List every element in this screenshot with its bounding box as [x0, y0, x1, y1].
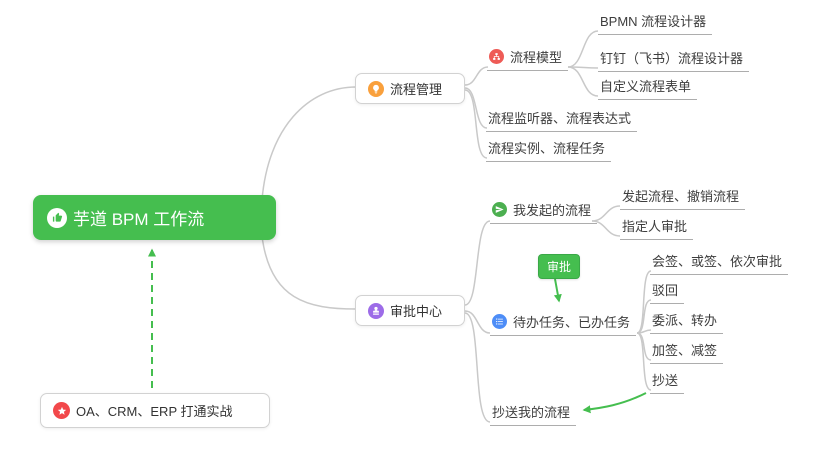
node-todo-done[interactable]: 待办任务、已办任务	[490, 312, 637, 336]
node-process-model[interactable]: 流程模型	[487, 47, 569, 71]
node-label: BPMN 流程设计器	[600, 14, 707, 29]
node-cc-my-process[interactable]: 抄送我的流程	[490, 402, 577, 426]
node-label: 加签、减签	[652, 343, 718, 358]
link-approval-todo-done	[464, 310, 491, 334]
node-reject[interactable]: 驳回	[650, 280, 685, 304]
node-label: 钉钉（飞书）流程设计器	[600, 51, 744, 66]
link-process-mgmt-model	[464, 66, 489, 86]
link-root-process-mgmt	[261, 86, 357, 201]
node-dingtalk-designer[interactable]: 钉钉（飞书）流程设计器	[598, 48, 750, 72]
node-label: 审批中心	[390, 304, 443, 319]
link-todo-delegate	[636, 329, 652, 334]
link-todo-reject	[636, 299, 652, 334]
link-process-mgmt-listener	[464, 87, 488, 129]
node-custom-form[interactable]: 自定义流程表单	[598, 76, 698, 100]
node-label: 自定义流程表单	[600, 79, 692, 94]
link-approval-cc-my-process	[464, 312, 491, 423]
star-icon	[53, 402, 70, 419]
node-label: 委派、转办	[652, 313, 718, 328]
node-label: 会签、或签、依次审批	[652, 254, 783, 269]
node-bpmn-designer[interactable]: BPMN 流程设计器	[598, 11, 713, 35]
approval-badge-label: 审批	[547, 260, 572, 274]
link-todo-add-sign	[636, 332, 652, 361]
node-label: OA、CRM、ERP 打通实战	[76, 404, 233, 419]
node-label: 待办任务、已办任务	[513, 315, 631, 330]
thumbs-up-icon	[47, 207, 67, 228]
link-todo-cc	[636, 332, 652, 391]
link-todo-countersign	[636, 270, 652, 334]
root-label: 芋道 BPM 工作流	[73, 210, 205, 229]
node-label: 流程实例、流程任务	[488, 141, 606, 156]
bulb-icon	[368, 80, 384, 97]
node-cc[interactable]: 抄送	[650, 370, 685, 394]
flow-icon	[489, 49, 504, 64]
node-label: 抄送	[652, 373, 679, 388]
node-approval-center[interactable]: 审批中心	[355, 295, 465, 326]
node-delegate-transfer[interactable]: 委派、转办	[650, 310, 724, 334]
approval-stamp-icon	[368, 302, 384, 319]
node-label: 驳回	[652, 283, 679, 298]
node-process-mgmt[interactable]: 流程管理	[355, 73, 465, 104]
node-countersign[interactable]: 会签、或签、依次审批	[650, 251, 789, 275]
approval-badge: 审批	[538, 254, 581, 279]
root-node[interactable]: 芋道 BPM 工作流	[33, 195, 276, 240]
node-listener-expression[interactable]: 流程监听器、流程表达式	[486, 108, 638, 132]
node-integration-note[interactable]: OA、CRM、ERP 打通实战	[40, 393, 270, 428]
link-root-approval-center	[261, 235, 357, 310]
node-label: 指定人审批	[622, 219, 688, 234]
node-label: 我发起的流程	[513, 203, 592, 218]
task-list-icon	[492, 314, 507, 329]
node-label: 发起流程、撤销流程	[622, 189, 740, 204]
link-model-dingtalk	[567, 66, 599, 69]
cc-flow-arrow	[582, 392, 647, 414]
link-model-bpmn	[567, 30, 599, 68]
node-label: 流程管理	[390, 82, 443, 97]
link-approval-my-initiated	[464, 220, 491, 306]
node-label: 流程模型	[510, 50, 563, 65]
node-initiate-cancel[interactable]: 发起流程、撤销流程	[620, 186, 746, 210]
node-my-initiated[interactable]: 我发起的流程	[490, 200, 598, 224]
node-instance-task[interactable]: 流程实例、流程任务	[486, 138, 612, 162]
node-assignee-approval[interactable]: 指定人审批	[620, 216, 694, 240]
link-process-mgmt-instance	[464, 89, 488, 159]
node-label: 流程监听器、流程表达式	[488, 111, 632, 126]
approval-flow-arrow	[553, 278, 562, 303]
send-icon	[492, 202, 507, 217]
node-add-reduce-sign[interactable]: 加签、减签	[650, 340, 724, 364]
link-model-custom-form	[567, 66, 599, 97]
node-label: 抄送我的流程	[492, 405, 571, 420]
